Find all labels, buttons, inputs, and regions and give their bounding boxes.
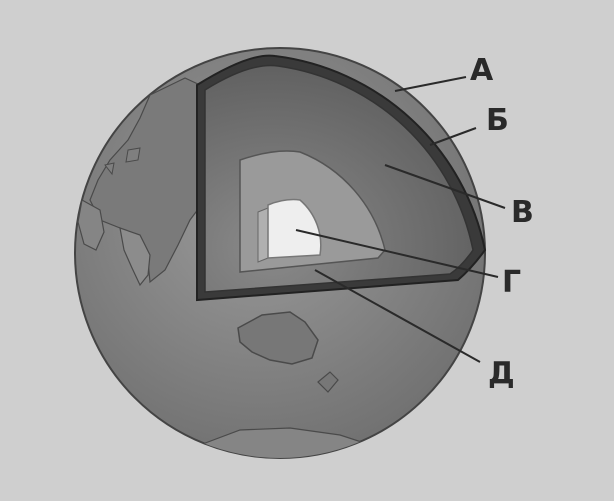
label-d: Д xyxy=(488,356,515,391)
label-a: А xyxy=(470,53,494,88)
label-b: Б xyxy=(486,103,509,138)
label-v: В xyxy=(511,195,534,230)
transition-layer xyxy=(258,208,268,262)
label-g: Г xyxy=(502,265,521,300)
